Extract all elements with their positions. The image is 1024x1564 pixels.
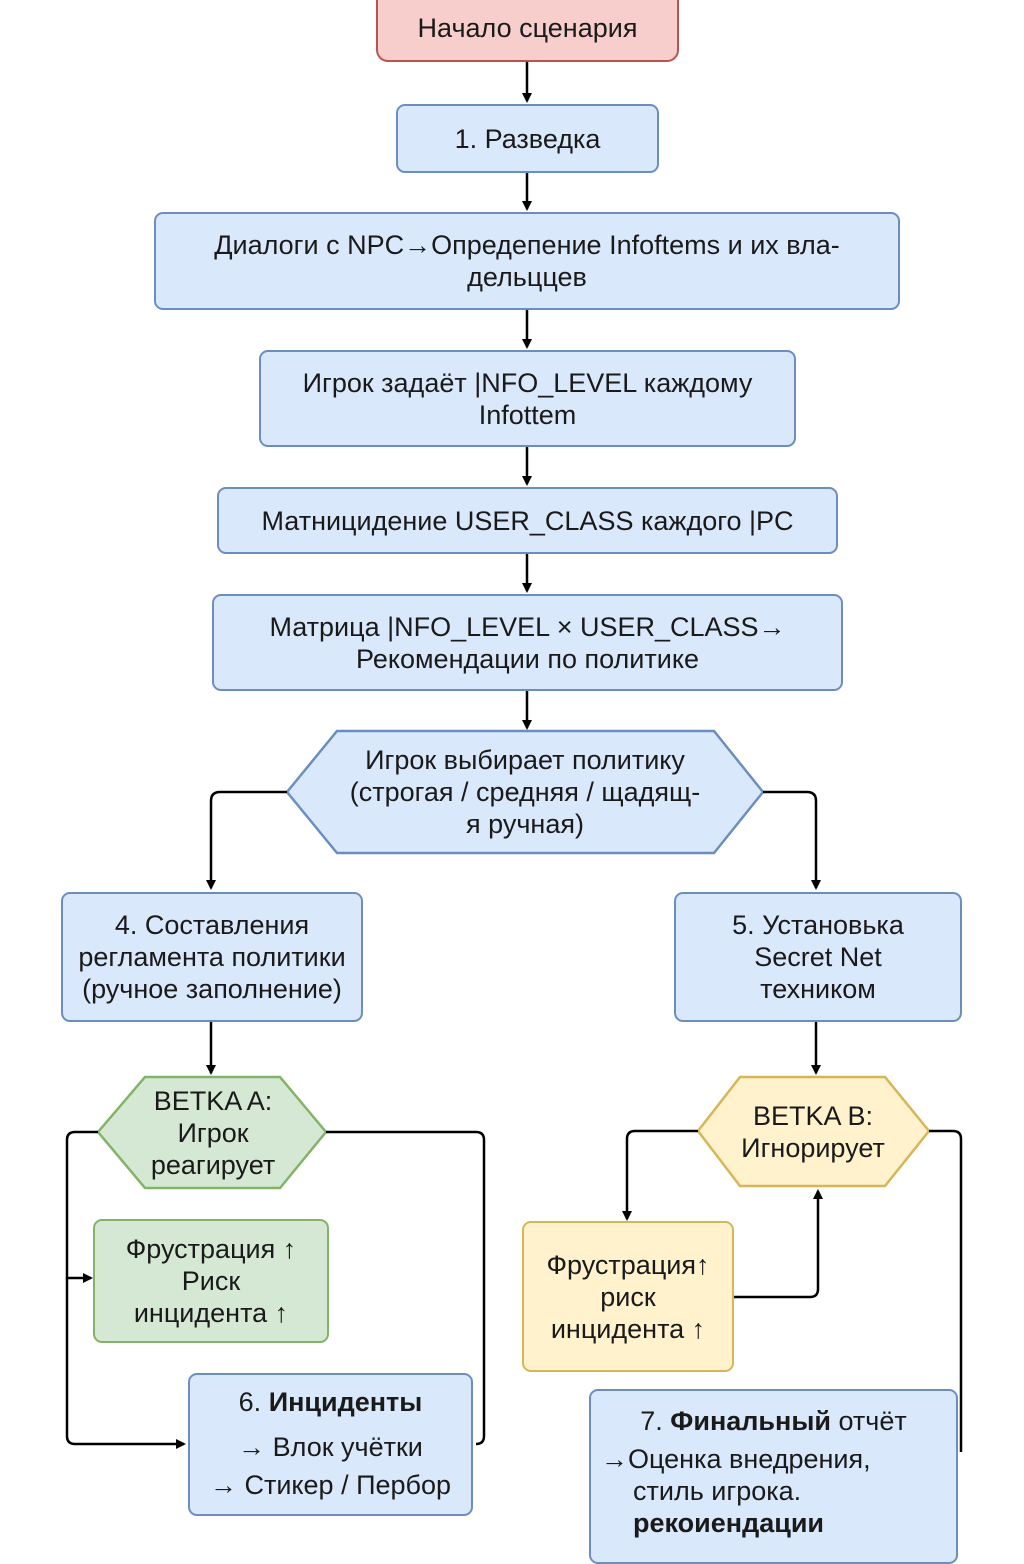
- final-report-title-bold: Финальный: [670, 1406, 831, 1436]
- final-report-title-prefix: 7.: [640, 1406, 671, 1436]
- start-label: Начало сценария: [417, 13, 638, 43]
- edge-brancha-frustration: [65, 1130, 98, 1283]
- incidents-line-1: → Влок учётки: [238, 1431, 423, 1462]
- frustration-a-line-1: Фрустрация ↑: [125, 1234, 297, 1264]
- edge-branchb-frustration: [622, 1129, 698, 1221]
- regulation-line-3: (ручное заполнение): [82, 974, 342, 1004]
- edge-frustration-branchb: [734, 1189, 823, 1299]
- final-report-line-1: →Оценка внедрения,: [601, 1444, 871, 1474]
- final-report-title: 7. Финальный отчёт: [640, 1405, 906, 1437]
- user-class-label: Матницидение USER_CLASS каждого |PC: [261, 505, 794, 536]
- final-report-line-3: рекоиендации: [633, 1508, 825, 1538]
- final-report-node: 7. Финальный отчёт →Оценка внедрения, ст…: [589, 1389, 958, 1564]
- branch-a-node: BETKA A: Игрок реагирует: [120, 1077, 306, 1188]
- branch-a-line-1: BETKA A:: [153, 1085, 273, 1116]
- info-level-node: Игрок задаёт |NFO_LEVEL каждому Infottem: [259, 350, 796, 447]
- incidents-node: 6. Инциденты → Влок учётки → Стикер / Пе…: [188, 1373, 473, 1516]
- dialogs-line-2: дельццев: [467, 262, 587, 292]
- frustration-b-line-2: риск: [600, 1281, 656, 1312]
- incidents-title: 6. Инциденты: [239, 1386, 423, 1418]
- final-report-body: →Оценка внедрения, стиль игрока. рекоиен…: [601, 1443, 871, 1539]
- policy-choice-line-2: (строгая / средняя / щадящ-: [349, 777, 701, 807]
- branch-a-line-2: Игрок: [177, 1117, 249, 1148]
- policy-choice-line-3: я ручная): [466, 809, 584, 839]
- frustration-a-node: Фрустрация ↑ Риск инцидента ↑: [93, 1219, 329, 1343]
- user-class-node: Матницидение USER_CLASS каждого |PC: [217, 487, 838, 554]
- install-node: 5. Установька Secret Net техником: [674, 892, 962, 1022]
- edge-branchb-final: [929, 1129, 963, 1452]
- frustration-b-line-3: инцидента ↑: [550, 1313, 706, 1344]
- incidents-line-2: → Стикер / Пербор: [209, 1469, 452, 1500]
- incidents-title-prefix: 6.: [238, 1386, 269, 1417]
- branch-b-node: BETKA B: Игнорирует: [715, 1077, 911, 1186]
- branch-b-line-2: Игнорирует: [741, 1132, 885, 1163]
- recon-node: 1. Разведка: [396, 104, 659, 173]
- info-level-line-1: Игрок задаёт |NFO_LEVEL каждому: [302, 367, 753, 398]
- start-node: Начало сценария: [376, 0, 679, 62]
- frustration-a-line-2: Риск: [181, 1266, 241, 1296]
- final-report-title-suffix: отчёт: [830, 1406, 907, 1436]
- install-line-2: Secret Net: [754, 942, 882, 972]
- info-level-line-2: Infottem: [478, 399, 577, 430]
- frustration-a-line-3: инцидента ↑: [133, 1298, 289, 1328]
- branch-a-line-3: реагирует: [150, 1149, 276, 1180]
- install-line-3: техником: [760, 974, 876, 1004]
- final-report-line-2: стиль игрока.: [633, 1476, 802, 1506]
- matrix-node: Матрица |NFO_LEVEL × USER_CLASS→ Рекомен…: [212, 594, 843, 691]
- edge-brancha-incidents: [65, 1278, 186, 1449]
- regulation-node: 4. Составления регламента политики (ручн…: [61, 892, 363, 1022]
- dialogs-node: Диалоги с NPC→Опредепение Infoftems и их…: [154, 212, 900, 310]
- policy-choice-line-1: Игрок выбирает политику: [365, 745, 685, 775]
- frustration-b-line-1: Фрустрация↑: [546, 1249, 710, 1280]
- frustration-b-node: Фрустрация↑ риск инцидента ↑: [522, 1221, 734, 1372]
- dialogs-line-1: Диалоги с NPC→Опредепение Infoftems и их…: [214, 230, 840, 260]
- recon-label: 1. Разведка: [454, 123, 601, 154]
- incidents-title-bold: Инциденты: [268, 1386, 423, 1417]
- edge-choice-regulation: [206, 790, 287, 890]
- matrix-line-2: Рекомендации по политике: [356, 643, 699, 674]
- install-line-1: 5. Установька: [732, 910, 904, 940]
- branch-b-line-1: BETKA B:: [752, 1100, 874, 1131]
- matrix-line-1: Матрица |NFO_LEVEL × USER_CLASS→: [269, 611, 786, 642]
- regulation-line-1: 4. Составления: [114, 910, 310, 940]
- policy-choice-node: Игрок выбирает политику (строгая / средн…: [310, 731, 740, 853]
- edge-brancha-right: [326, 1130, 486, 1446]
- edge-choice-install: [763, 790, 821, 890]
- regulation-line-2: регламента политики: [78, 942, 346, 972]
